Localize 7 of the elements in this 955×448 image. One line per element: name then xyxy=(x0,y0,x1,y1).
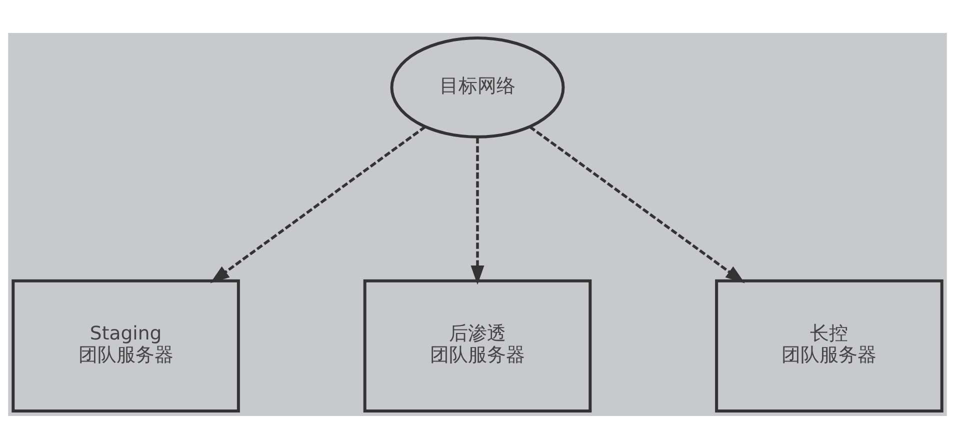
node-box: 长控 团队服务器 xyxy=(715,278,944,412)
arrow xyxy=(528,125,745,283)
node-ellipse: 目标网络 xyxy=(390,36,565,138)
arrow xyxy=(210,125,426,283)
node-box: 后渗透 团队服务器 xyxy=(363,278,592,412)
arrow xyxy=(470,136,484,284)
node-box: Staging 团队服务器 xyxy=(12,278,240,412)
